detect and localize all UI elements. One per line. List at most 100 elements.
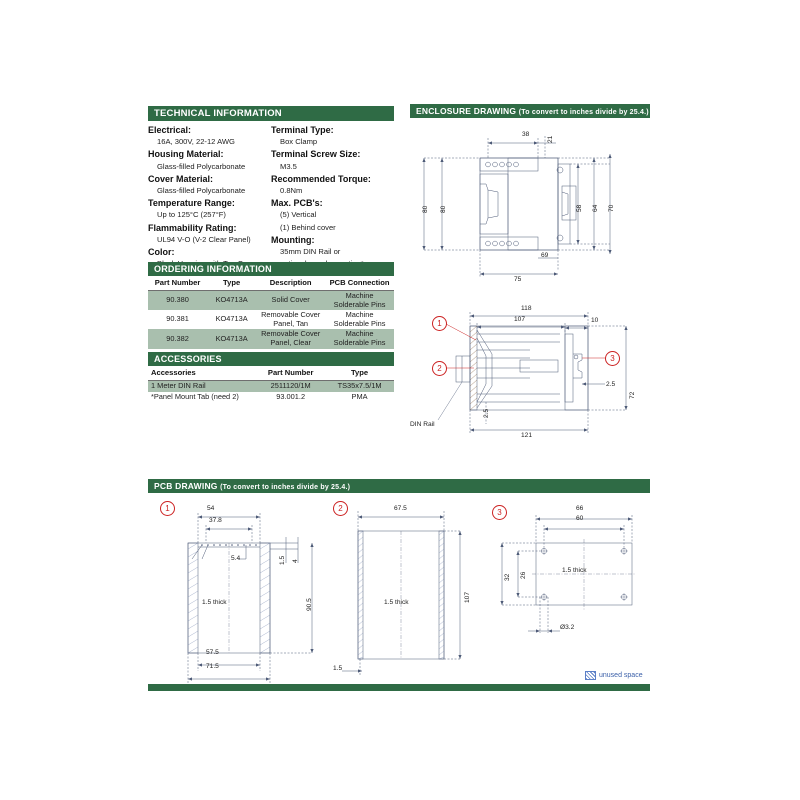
balloon-3: 3 (605, 351, 620, 366)
table-row: 1 Meter DIN Rail 2511120/1M TS35x7.5/1M (148, 380, 394, 392)
pcb-balloon-1: 1 (160, 501, 175, 516)
cell-accessory-part: 2511120/1M (256, 380, 326, 392)
pcb-balloon-3: 3 (492, 505, 507, 520)
cell-part-number: 90.381 (148, 310, 208, 330)
column-header-accessories: Accessories (148, 366, 257, 381)
dim-top-69: 69 (541, 252, 549, 259)
spec-label-mounting: Mounting: (271, 234, 315, 245)
column-header-type: Type (207, 276, 257, 291)
pcb1-dim-54: 54 (207, 505, 215, 512)
cell-pcb-connection: Machine Solderable Pins (325, 290, 394, 311)
dim-side-25-bottom: 2.5 (483, 408, 490, 418)
pcb1-dim-57-5: 57.5 (206, 649, 219, 656)
accessories-panel: ACCESSORIES Accessories Part Number Type… (148, 352, 394, 403)
dim-top-38: 38 (522, 131, 530, 138)
pcb3-dim-32: 32 (504, 573, 511, 581)
pcb1-dim-90-5: 90.5 (306, 598, 313, 611)
dim-side-72: 72 (629, 391, 636, 399)
pcb1-dim-37-8: 37.8 (209, 517, 222, 524)
technical-information-header: TECHNICAL INFORMATION (148, 106, 394, 121)
ordering-information-header: ORDERING INFORMATION (148, 262, 394, 276)
cell-type: KO4713A (207, 329, 257, 349)
spec-value-mounting-1: 35mm DIN Rail or (280, 247, 341, 257)
dim-top-75: 75 (514, 276, 522, 283)
spec-label-electrical: Electrical: (148, 125, 192, 135)
technical-right-column: Terminal Type: Box Clamp Terminal Screw … (271, 124, 394, 270)
pcb-drawing-header: PCB DRAWING (To convert to inches divide… (148, 479, 650, 493)
dim-side-25-right: 2.5 (606, 381, 616, 388)
spec-value-terminal-type: Box Clamp (280, 137, 318, 147)
pcb-drawing-title: PCB DRAWING (154, 481, 218, 491)
enclosure-side-view (437, 312, 628, 434)
cell-accessory-part: 93.001.2 (256, 391, 326, 403)
pcb-view-1 (187, 513, 314, 683)
pcb-view-2 (342, 511, 462, 675)
cell-part-number: 90.382 (148, 329, 208, 349)
spec-label-housing-material: Housing Material: (148, 149, 224, 160)
table-row: 90.380 KO4713A Solid Cover Machine Solde… (148, 290, 394, 311)
dim-side-107: 107 (514, 316, 526, 323)
pcb2-dim-1-5: 1.5 (333, 665, 343, 672)
spec-value-terminal-screw-size: M3.5 (280, 161, 297, 171)
legend-label: unused space (599, 672, 643, 679)
cell-pcb-line1: Machine (345, 291, 374, 300)
cell-description-line1: Solid Cover (271, 295, 310, 305)
pcb3-dim-60: 60 (576, 515, 584, 522)
enclosure-front-view (422, 136, 612, 278)
dim-top-80-outer: 80 (422, 205, 429, 213)
cell-description: Solid Cover (256, 290, 326, 311)
cell-accessory-name: 1 Meter DIN Rail (148, 380, 257, 392)
technical-information-panel: TECHNICAL INFORMATION Electrical: 16A, 3… (148, 106, 394, 270)
balloon-1: 1 (432, 316, 447, 331)
table-header-row: Part Number Type Description PCB Connect… (148, 276, 394, 291)
column-header-part-number: Part Number (148, 276, 208, 291)
spec-value-cover-material: Glass-filled Polycarbonate (157, 186, 246, 196)
dim-top-64: 64 (592, 204, 599, 212)
pcb-drawing-subtitle: (To convert to inches divide by 25.4.) (220, 484, 351, 491)
pcb3-dim-hole: Ø3.2 (560, 624, 575, 631)
spec-label-flammability-rating: Flammability Rating: (148, 222, 237, 233)
pcb-drawing-canvas: 1 54 37.8 5.4 1.5 4 90.5 57.5 71.5 1.5 t… (148, 493, 650, 683)
pcb1-thickness-label: 1.5 thick (202, 599, 227, 606)
cell-pcb-connection: Machine Solderable Pins (325, 329, 394, 349)
table-row: *Panel Mount Tab (need 2) 93.001.2 PMA (148, 391, 394, 403)
cell-type: KO4713A (207, 310, 257, 330)
ordering-information-panel: ORDERING INFORMATION Part Number Type De… (148, 262, 394, 349)
cell-description: Removable Cover Panel, Clear (256, 329, 326, 349)
enclosure-drawing-subtitle: (To convert to inches divide by 25.4.) (518, 109, 649, 116)
spec-value-electrical: 16A, 300V, 22-12 AWG (157, 137, 235, 147)
cell-accessory-type: TS35x7.5/1M (325, 380, 394, 392)
dim-top-21: 21 (547, 135, 554, 143)
column-header-part-number: Part Number (256, 366, 326, 381)
pcb2-dim-107: 107 (464, 591, 471, 603)
cell-description-line1: Removable Cover (261, 329, 321, 339)
accessories-table: Accessories Part Number Type 1 Meter DIN… (148, 366, 394, 403)
balloon-2: 2 (432, 361, 447, 376)
dim-side-118: 118 (521, 305, 532, 312)
spec-value-max-pcbs-1: (5) Vertical (280, 210, 317, 220)
enclosure-drawing-panel: ENCLOSURE DRAWING (To convert to inches … (410, 104, 650, 448)
cell-description-line1: Removable Cover (261, 310, 321, 320)
pcb1-dim-4: 4 (292, 559, 299, 563)
pcb-balloon-2: 2 (333, 501, 348, 516)
pcb1-dim-1-5: 1.5 (279, 555, 286, 565)
column-header-type: Type (325, 366, 394, 381)
spec-label-terminal-screw-size: Terminal Screw Size: (271, 149, 361, 160)
enclosure-drawing-canvas: 38 80 80 21 58 64 70 69 75 (410, 118, 650, 448)
spec-label-temperature-range: Temperature Range: (148, 198, 235, 209)
ordering-table: Part Number Type Description PCB Connect… (148, 276, 394, 349)
spec-label-recommended-torque: Recommended Torque: (271, 173, 371, 184)
table-header-row: Accessories Part Number Type (148, 366, 394, 381)
pcb1-dim-71-5: 71.5 (206, 663, 219, 670)
column-header-description: Description (256, 276, 326, 291)
cell-pcb-line2: Solderable Pins (333, 337, 386, 347)
pcb3-dim-26: 26 (520, 571, 527, 579)
cell-pcb-line1: Machine (345, 310, 374, 320)
pcb-view-3 (500, 515, 636, 633)
spec-value-max-pcbs-2: (1) Behind cover (280, 222, 336, 232)
spec-value-flammability-rating: UL94 V-O (V-2 Clear Panel) (157, 234, 251, 244)
cell-accessory-type: PMA (325, 391, 394, 403)
pcb3-thickness-label: 1.5 thick (562, 567, 587, 574)
spec-value-temperature-range: Up to 125°C (257°F) (157, 210, 226, 220)
